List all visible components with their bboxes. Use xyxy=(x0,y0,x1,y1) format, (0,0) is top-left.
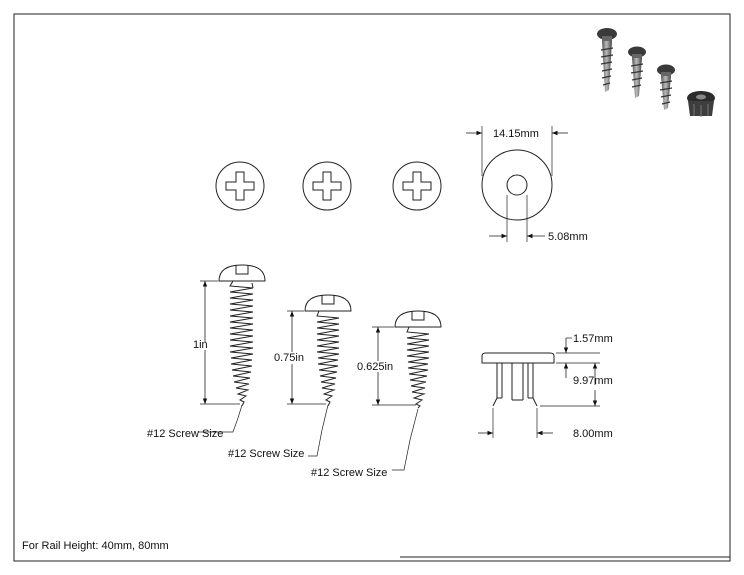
washer-outer-diameter-dimension: 14.15mm xyxy=(493,128,539,140)
screw-side-view-1 xyxy=(198,264,266,433)
thumbnail-screw-large xyxy=(597,28,617,92)
screw-2-length-dimension: 0.75in xyxy=(274,352,304,364)
screw-side-view-2 xyxy=(287,294,352,457)
parts-thumbnail-image xyxy=(597,28,715,117)
thumbnail-screw-medium xyxy=(628,46,646,98)
screw-head-top-view-2 xyxy=(302,161,352,211)
screw-3-length-dimension: 0.625in xyxy=(357,361,393,373)
screw-head-top-view-3 xyxy=(392,161,442,211)
screw-3-size-callout: #12 Screw Size xyxy=(311,467,387,479)
nut-flange-thickness-dimension: 1.57mm xyxy=(573,333,613,345)
nut-width-dimension: 8.00mm xyxy=(573,428,613,440)
screw-1-size-callout: #12 Screw Size xyxy=(147,428,223,440)
screw-1-length-dimension: 1in xyxy=(193,339,208,351)
sheet-border xyxy=(13,13,731,562)
rail-height-note: For Rail Height: 40mm, 80mm xyxy=(22,540,169,552)
thumbnail-screw-small xyxy=(657,64,675,110)
screw-side-view-3 xyxy=(372,310,442,471)
nut-body-length-dimension: 9.97mm xyxy=(573,375,613,387)
washer-inner-diameter-dimension: 5.08mm xyxy=(548,231,588,243)
washer-top-view xyxy=(466,126,568,242)
screw-head-top-view-1 xyxy=(215,161,265,211)
nut-side-view xyxy=(478,337,600,438)
screw-2-size-callout: #12 Screw Size xyxy=(228,448,304,460)
thumbnail-nut xyxy=(687,91,715,117)
